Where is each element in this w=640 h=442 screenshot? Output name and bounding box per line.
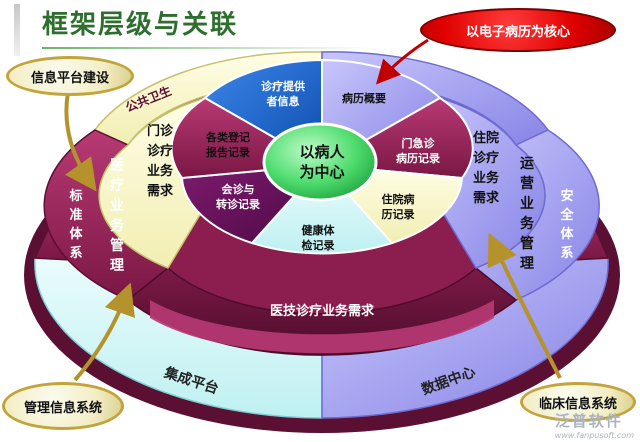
clinic-info-label-2: 者信息 [266,94,300,108]
callout-emr-core-text: 以电子病历为核心 [465,24,570,40]
medical-tech-band [150,300,494,354]
operations-management-label-2: 营 [520,175,534,192]
emr-core-arrow [375,38,429,85]
callout-management-system-text: 管理信息系统 [23,400,102,416]
center-hub [262,122,378,202]
health-check-label-1: 健康体 [302,223,336,237]
operations-management-label-3: 业 [520,196,534,212]
security-label-3: 体 [560,226,574,242]
info-platform-arrow [64,91,97,192]
emergency-records-label-2: 病历记录 [396,151,440,165]
operations-management-label-5: 管 [520,235,534,252]
standards-label-4: 系 [69,245,82,261]
callout-management-system: 管理信息系统 [2,382,124,430]
security-label-2: 全 [559,207,574,223]
inpatient-label-1: 住院 [473,130,499,146]
callout-info-platform: 信息平台建设 [6,56,134,96]
history-overview-label: 病历概要 [342,91,386,105]
health-check-label-2: 检记录 [302,238,335,252]
clinical-system-arrow [487,232,562,379]
outpatient-label-3: 业务 [147,163,174,179]
callout-clinical-system: 临床信息系统 [520,382,636,422]
registration-reports-label-2: 报告记录 [206,145,250,159]
operations-management-label-1: 运 [520,156,534,172]
title-accent-bar [14,4,20,56]
operations-management-label-4: 务 [520,215,535,232]
clinic-info-label-1: 诊疗提供 [261,79,305,93]
page-title: 框架层级与关联 [42,10,239,40]
standards-label-1: 标 [68,188,82,204]
medical-management-label-3: 业 [110,198,124,214]
security-label-1: 安 [560,188,573,204]
watermark: 泛普软件 www.fanpusoft.com [555,410,634,440]
medical-management-label-2: 疗 [110,177,124,194]
watermark-url: www.fanpusoft.com [554,431,634,440]
operations-management-label-6: 理 [520,256,534,272]
medical-management-label-1: 医 [110,158,124,174]
security-label-4: 系 [560,245,573,261]
callout-emr-core: 以电子病历为核心 [420,8,616,52]
inpatient-label-4: 需求 [473,190,500,206]
inpatient-label-3: 业务 [473,170,500,186]
medical-management-label-5: 管 [110,237,124,254]
center-label-1: 以病人 [299,143,345,161]
emergency-records-label-1: 门急诊 [402,136,436,150]
medical-tech-label: 医技诊疗业务需求 [270,303,375,319]
inpatient-label-2: 诊疗 [473,150,499,166]
title-underline [42,47,372,49]
consult-transfer-label-2: 转诊记录 [216,197,260,211]
inpatient-records-label-2: 历记录 [382,208,415,221]
inpatient-records-label-1: 住院病 [382,192,415,206]
center-label-2: 为中心 [299,163,344,181]
medical-management-label-6: 理 [110,258,124,274]
inner-segment-health-check [250,163,394,255]
outpatient-label-2: 诊疗 [147,143,173,159]
watermark-brand: 泛普软件 [554,412,623,430]
standards-label-2: 准 [69,207,82,223]
outpatient-label-1: 门诊 [147,123,174,139]
standards-label-3: 体 [69,226,83,242]
consult-transfer-label-1: 会诊与 [222,182,255,196]
outpatient-label-4: 需求 [147,183,174,199]
registration-reports-label-1: 各类登记 [205,130,250,144]
callout-clinical-system-text: 临床信息系统 [538,396,617,412]
medical-management-label-4: 务 [110,217,125,234]
callout-info-platform-text: 信息平台建设 [30,70,109,86]
management-system-arrow [73,282,135,382]
